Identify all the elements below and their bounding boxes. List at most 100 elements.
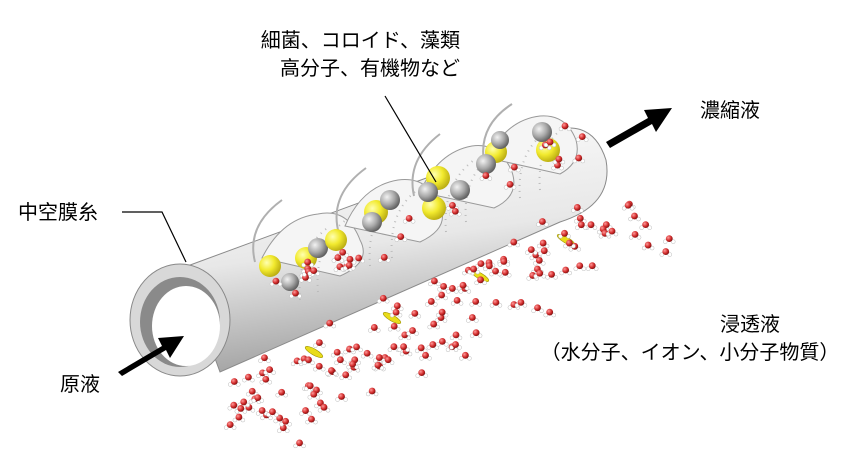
water-molecule	[331, 254, 345, 263]
water-molecule	[659, 248, 673, 257]
water-molecule	[402, 214, 416, 224]
contaminants-line1: 細菌、コロイド、藻類	[260, 28, 460, 52]
concentrate-label: 濃縮液	[700, 98, 760, 122]
water-molecule	[323, 319, 336, 329]
water-molecule	[317, 403, 331, 413]
hollow-fiber-label: 中空膜糸	[18, 200, 98, 224]
water-molecule	[391, 302, 404, 312]
water-molecule	[350, 343, 363, 353]
water-molecule	[258, 354, 271, 363]
water-molecule	[641, 241, 655, 251]
water-molecule	[343, 255, 357, 265]
water-molecule	[251, 394, 265, 403]
water-molecule	[531, 304, 544, 313]
water-molecule	[474, 276, 487, 286]
water-molecule	[279, 417, 292, 427]
water-molecule	[572, 154, 586, 164]
water-molecule	[293, 439, 306, 449]
water-molecule	[436, 337, 449, 347]
water-molecule	[543, 138, 557, 148]
contaminants-label: 細菌、コロイド、藻類 高分子、有機物など	[208, 26, 460, 82]
water-molecule	[425, 298, 438, 307]
water-molecule	[466, 314, 479, 323]
water-molecule	[389, 308, 403, 318]
water-molecule	[406, 327, 419, 336]
water-molecule	[408, 309, 422, 319]
water-molecule	[503, 180, 517, 190]
water-molecule	[330, 348, 344, 358]
water-molecule	[394, 233, 408, 242]
water-molecule	[533, 269, 546, 279]
water-molecule	[301, 258, 314, 268]
water-molecule	[305, 415, 318, 425]
water-molecule	[551, 161, 564, 171]
water-molecule	[232, 413, 246, 423]
water-molecule	[489, 298, 503, 308]
water-molecule	[263, 366, 276, 375]
water-molecule	[446, 285, 459, 294]
permeate-line2: （水分子、イオン、小分子物質）	[540, 340, 840, 364]
water-molecule	[449, 331, 463, 341]
water-molecule	[507, 238, 520, 248]
water-molecule	[342, 261, 356, 271]
water-molecule	[307, 390, 321, 400]
water-molecule	[228, 378, 241, 387]
water-molecule	[536, 218, 549, 227]
water-molecule	[497, 258, 511, 267]
water-molecule	[639, 221, 652, 230]
water-molecule	[459, 351, 472, 361]
water-molecule	[467, 265, 480, 275]
water-molecule	[343, 345, 356, 355]
water-molecule	[339, 371, 352, 381]
water-molecule	[242, 373, 255, 383]
water-molecule	[307, 267, 321, 276]
raw-liquid-label: 原液	[60, 372, 100, 396]
water-molecule	[414, 344, 428, 354]
water-molecule	[378, 253, 391, 263]
water-molecule	[456, 281, 470, 291]
permeate-label: 浸透液 （水分子、イオン、小分子物質）	[541, 310, 856, 366]
water-molecule	[571, 204, 584, 213]
water-molecule	[435, 308, 449, 318]
water-molecule	[428, 277, 441, 287]
water-molecule	[419, 351, 432, 361]
water-molecule	[575, 133, 589, 142]
water-molecule	[371, 361, 385, 371]
contaminants-line2: 高分子、有機物など	[280, 56, 460, 80]
water-molecule	[586, 262, 599, 271]
water-molecule	[499, 268, 512, 278]
water-molecule	[325, 367, 338, 376]
water-molecule	[449, 341, 462, 350]
water-molecule	[334, 356, 347, 366]
water-molecule	[373, 354, 386, 363]
water-molecule	[469, 329, 483, 338]
water-molecule	[234, 405, 248, 414]
water-molecule	[469, 298, 482, 307]
water-molecule	[536, 239, 550, 249]
water-molecule	[269, 277, 283, 287]
water-molecule	[313, 339, 326, 348]
water-molecule	[621, 201, 635, 211]
water-molecule	[449, 207, 462, 217]
water-molecule	[299, 407, 312, 416]
water-molecule	[538, 247, 551, 256]
water-molecule	[450, 297, 464, 306]
water-molecule	[427, 320, 440, 330]
water-molecule	[259, 375, 273, 385]
water-molecule	[479, 172, 493, 181]
water-molecule	[558, 229, 571, 239]
arrow-in-icon	[118, 336, 184, 376]
water-molecule	[663, 235, 676, 244]
water-molecule	[563, 239, 576, 249]
water-molecules	[223, 122, 676, 449]
leader-lines	[122, 95, 437, 263]
water-molecule	[605, 227, 619, 237]
water-molecule	[575, 221, 588, 230]
water-molecule	[435, 291, 448, 301]
water-molecule	[377, 294, 390, 304]
water-molecule	[508, 163, 521, 173]
water-molecule	[223, 421, 237, 430]
water-molecule	[533, 256, 546, 266]
water-molecule	[397, 343, 410, 352]
